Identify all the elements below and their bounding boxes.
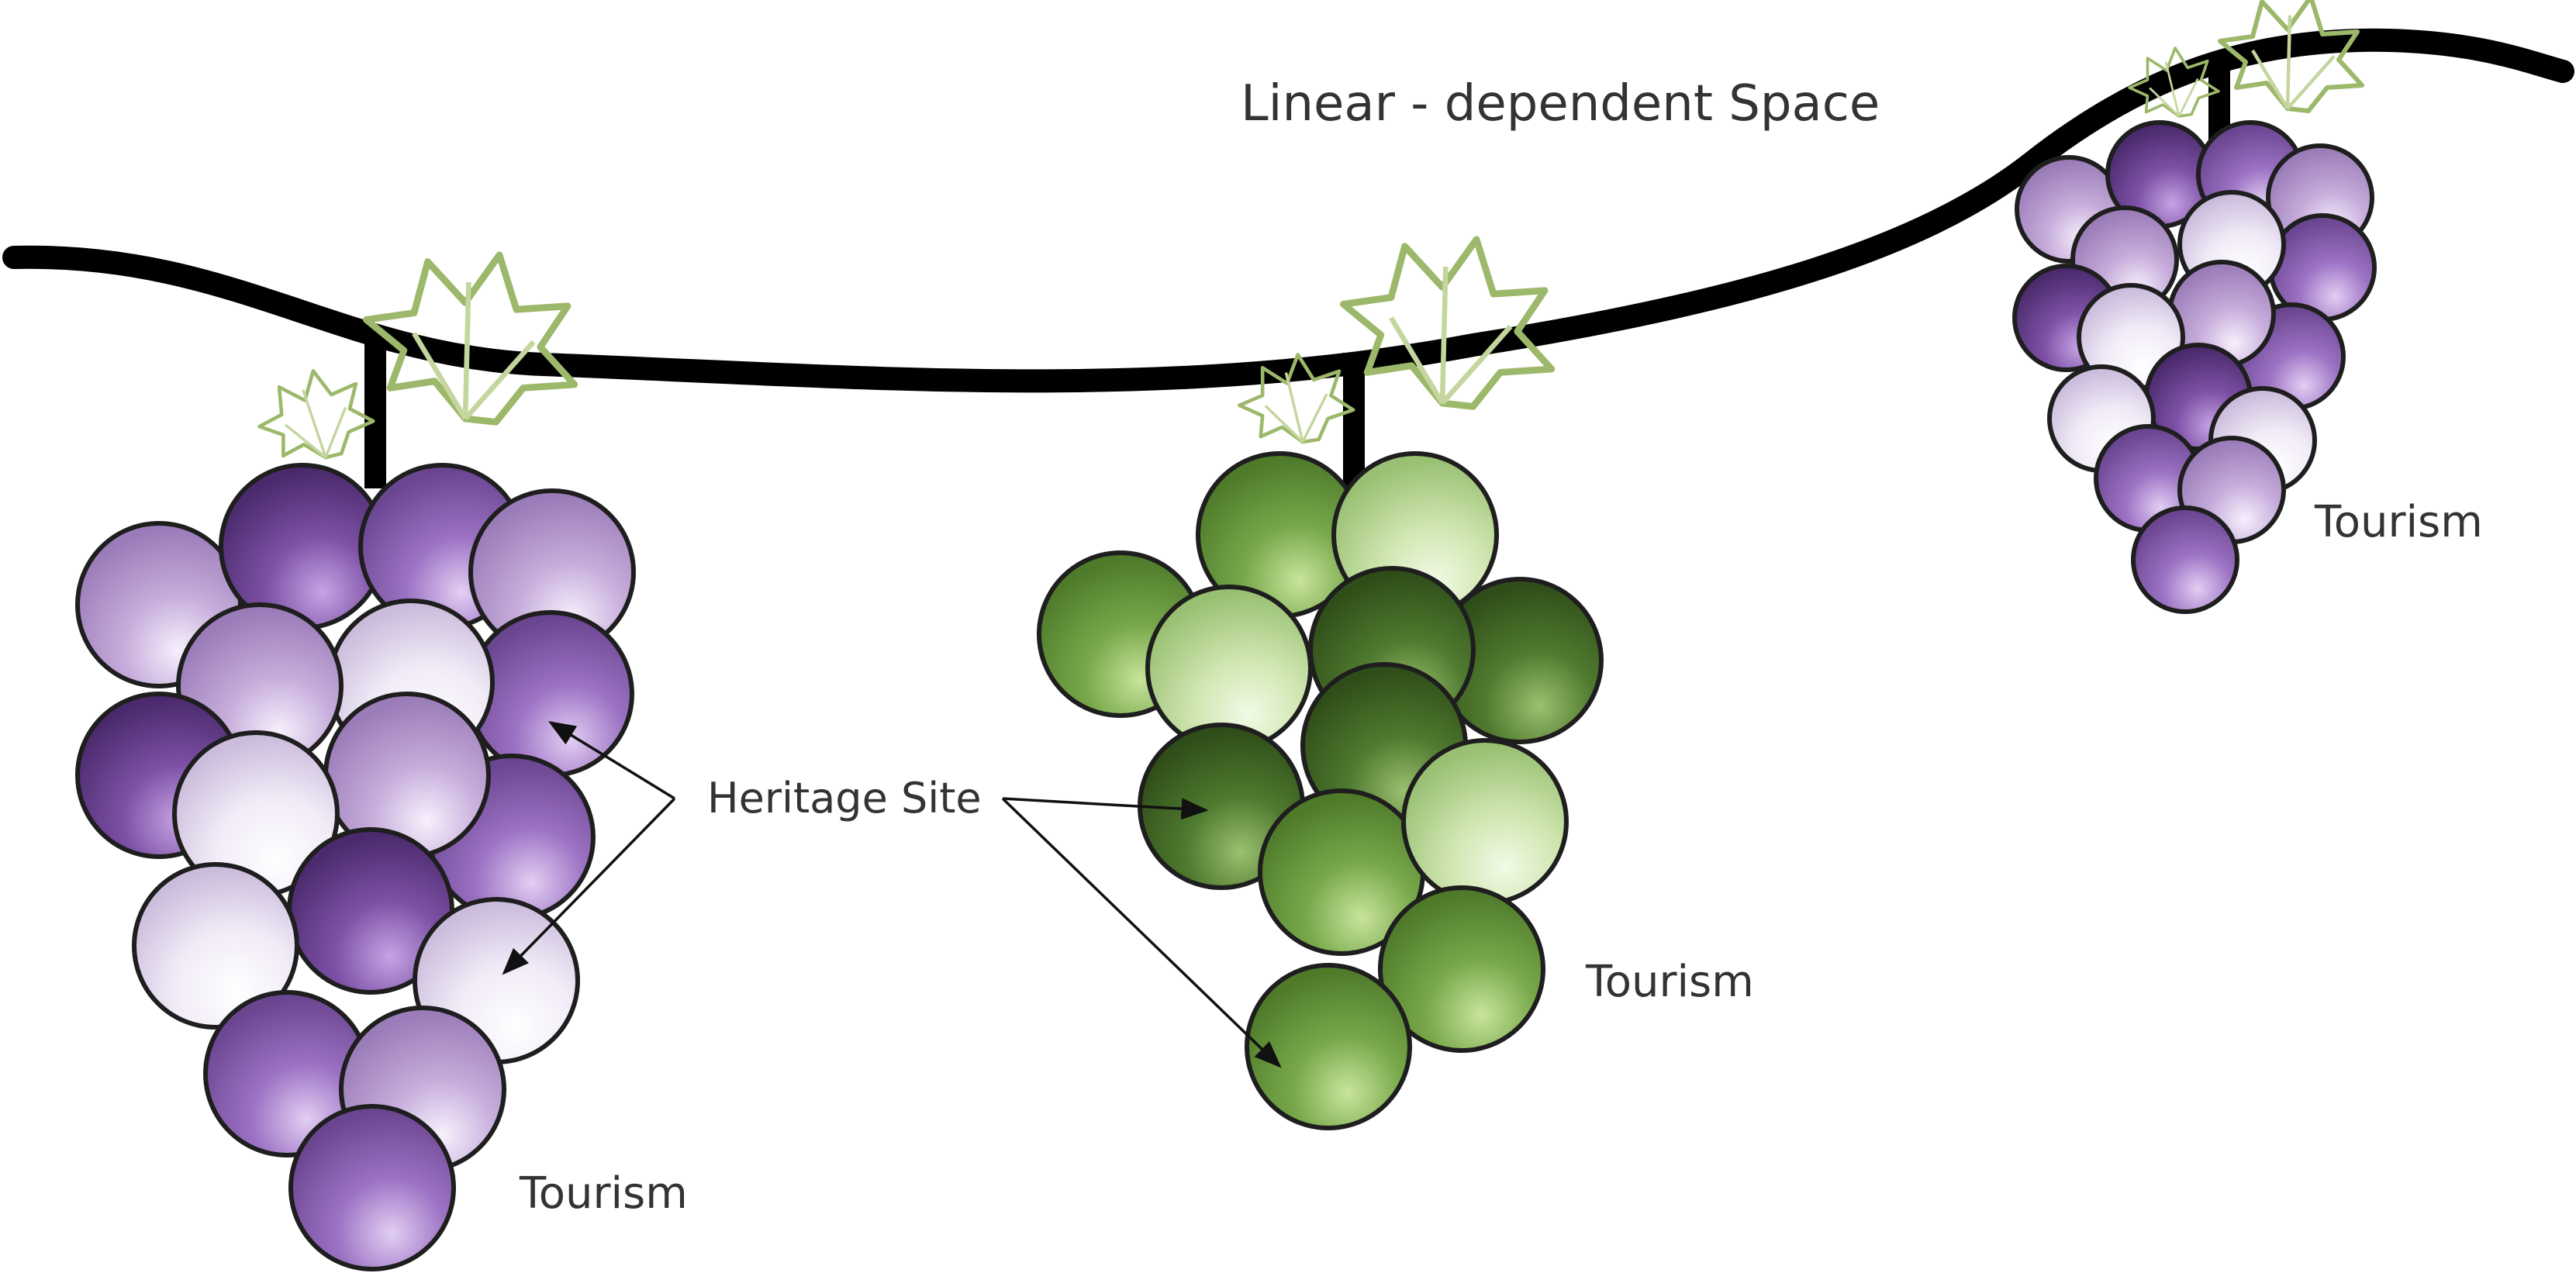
heritage-site-label: Heritage Site <box>707 774 982 823</box>
diagram-title: Linear - dependent Space <box>1241 75 1880 133</box>
arrow <box>1001 797 1282 1068</box>
grape <box>2131 505 2239 614</box>
arrow <box>1002 797 1209 820</box>
grape <box>1245 963 1412 1130</box>
leaf-icon <box>248 357 380 477</box>
heritage-arrows <box>502 721 1282 1068</box>
stem-left <box>364 333 386 488</box>
tourism-label-left: Tourism <box>519 1168 688 1219</box>
grape <box>288 1104 456 1271</box>
vine <box>2 28 2574 393</box>
arrow <box>548 721 675 800</box>
stem-middle <box>1343 353 1365 492</box>
grape-bunch-right <box>2012 120 2377 614</box>
grape-bunch-left <box>75 463 636 1271</box>
tourism-label-right: Tourism <box>2314 497 2483 547</box>
grape <box>1401 738 1569 906</box>
grape <box>132 862 299 1030</box>
leaf-icon <box>1343 240 1551 407</box>
tourism-label-middle: Tourism <box>1585 957 1754 1007</box>
grape-bunch-middle <box>1037 451 1604 1130</box>
arrow <box>502 797 676 975</box>
grape <box>1378 885 1545 1053</box>
